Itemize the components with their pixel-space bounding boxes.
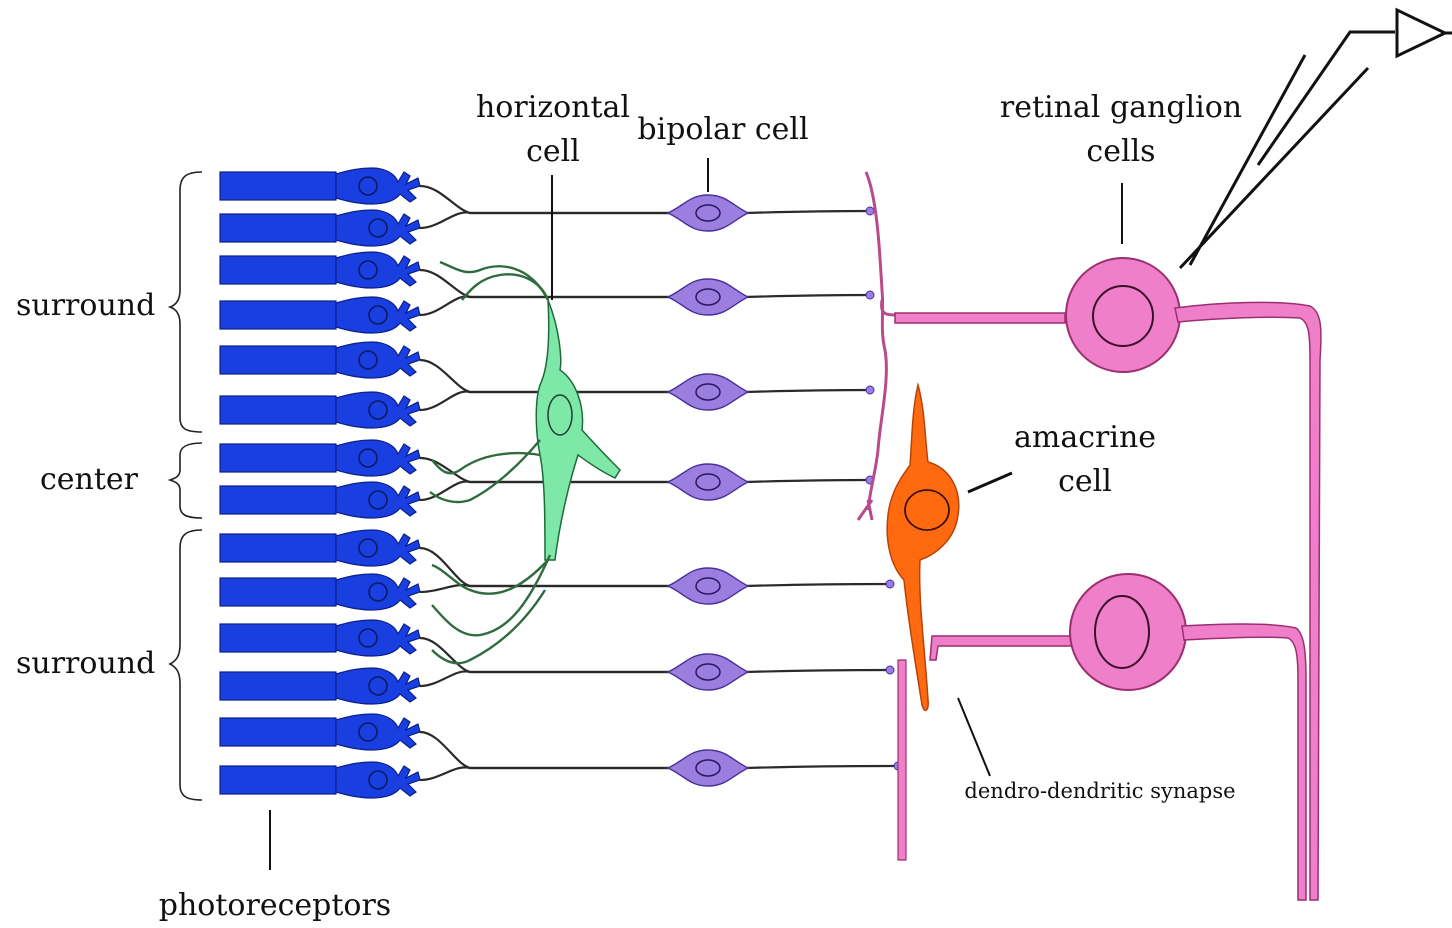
ganglion-top-soma bbox=[1066, 258, 1180, 372]
bipolar-cells bbox=[668, 195, 902, 786]
horizontal-cell-label-line2: cell bbox=[468, 130, 638, 174]
dendro-dendritic-synapse-label: dendro-dendritic synapse bbox=[950, 777, 1250, 805]
photoreceptor bbox=[220, 342, 420, 378]
ganglion-bottom-axon bbox=[1182, 624, 1306, 900]
horizontal-cell-body bbox=[536, 300, 620, 560]
photoreceptor bbox=[220, 530, 420, 566]
bracket-center bbox=[170, 443, 202, 518]
horizontal-cell bbox=[430, 262, 620, 663]
amacrine-cell-label: amacrine cell bbox=[1000, 416, 1170, 504]
photoreceptor bbox=[220, 210, 420, 246]
leader-synapse bbox=[958, 698, 990, 776]
surround-top-label: surround bbox=[16, 284, 155, 328]
horizontal-cell-dendrites bbox=[430, 262, 550, 663]
photoreceptor bbox=[220, 762, 420, 798]
ganglion-dendrites bbox=[858, 172, 900, 520]
photoreceptors-label: photoreceptors bbox=[150, 884, 400, 928]
photoreceptor bbox=[220, 392, 420, 428]
photoreceptor bbox=[220, 668, 420, 704]
center-label: center bbox=[40, 458, 138, 502]
photoreceptor bbox=[220, 482, 420, 518]
amacrine-label-line2: cell bbox=[1000, 460, 1170, 504]
amacrine-label-line1: amacrine bbox=[1000, 416, 1170, 460]
photoreceptor bbox=[220, 168, 420, 204]
bipolar-cell-label: bipolar cell bbox=[630, 108, 816, 152]
connection-wires bbox=[420, 186, 898, 780]
ganglion-top-dendrite bbox=[895, 313, 1065, 323]
bracket-surround-bottom bbox=[170, 530, 202, 800]
ganglion-bottom-dendrite bbox=[930, 636, 1075, 660]
retinal-ganglion-label: retinal ganglion cells bbox=[990, 86, 1252, 174]
photoreceptor bbox=[220, 252, 420, 288]
photoreceptor bbox=[220, 574, 420, 610]
ganglion-label-line1: retinal ganglion bbox=[990, 86, 1252, 130]
photoreceptor bbox=[220, 620, 420, 656]
photoreceptor bbox=[220, 440, 420, 476]
horizontal-cell-label: horizontal cell bbox=[468, 86, 638, 174]
ganglion-cell-bottom bbox=[898, 574, 1306, 900]
photoreceptor-column bbox=[220, 168, 420, 798]
bipolar-bottom-terminal-column bbox=[898, 660, 906, 860]
ganglion-bottom-soma bbox=[1070, 574, 1186, 690]
photoreceptor bbox=[220, 297, 420, 333]
ganglion-label-line2: cells bbox=[990, 130, 1252, 174]
photoreceptor bbox=[220, 714, 420, 750]
amplifier-icon bbox=[1397, 10, 1452, 56]
bracket-surround-top bbox=[170, 172, 202, 432]
horizontal-cell-label-line1: horizontal bbox=[468, 86, 638, 130]
receptive-field-brackets bbox=[170, 172, 202, 800]
surround-bottom-label: surround bbox=[16, 642, 155, 686]
